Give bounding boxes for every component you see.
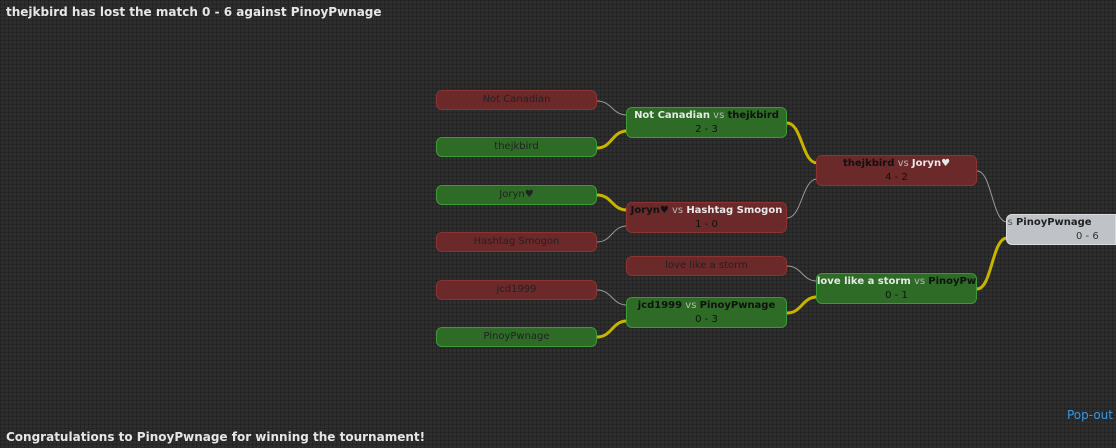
bracket-slot-love-like-a-storm[interactable]: love like a storm <box>626 256 787 276</box>
match-players: Joryn♥ vs Hashtag Smogon <box>630 205 783 216</box>
match-joryn-vs-hashtag-smogon[interactable]: Joryn♥ vs Hashtag Smogon 1 - 0 <box>626 202 787 233</box>
tournament-winner-message: Congratulations to PinoyPwnage for winni… <box>6 430 426 444</box>
match-players: Not Canadian vs thejkbird <box>634 110 779 121</box>
bracket-slot-thejkbird[interactable]: thejkbird <box>436 137 597 157</box>
connector-qf3 <box>786 295 818 315</box>
bracket-slot-not-canadian[interactable]: Not Canadian <box>436 90 597 110</box>
match-love-like-a-storm-vs-pinoypwnage[interactable]: love like a storm vs PinoyPwnage 0 - 1 <box>816 273 977 304</box>
player-name: thejkbird <box>494 141 539 152</box>
match-thejkbird-vs-joryn[interactable]: thejkbird vs Joryn♥ 4 - 2 <box>816 155 977 186</box>
match-score: 0 - 6 <box>1076 231 1099 242</box>
connector-sf1 <box>976 170 1008 223</box>
match-score: 1 - 0 <box>695 219 718 230</box>
popout-link[interactable]: Pop-out <box>1067 408 1113 422</box>
connector-jcd1999 <box>596 289 628 306</box>
player-name: Not Canadian <box>482 94 551 105</box>
match-players: thejkbird vs Joryn♥ <box>842 158 951 169</box>
connector-joryn <box>596 193 628 212</box>
player-name: Hashtag Smogon <box>473 236 560 247</box>
player-name: love like a storm <box>665 260 748 271</box>
connector-thejkbird <box>596 129 628 150</box>
connector-qf1 <box>786 121 818 165</box>
bracket-slot-jcd1999[interactable]: jcd1999 <box>436 280 597 300</box>
match-score: 4 - 2 <box>885 172 908 183</box>
connector-bye <box>786 265 818 282</box>
player-name: jcd1999 <box>496 284 537 295</box>
connector-not-canadian <box>596 100 628 116</box>
player-name: PinoyPwnage <box>483 331 550 342</box>
connector-pinoypwnage <box>596 319 628 339</box>
match-score: 0 - 1 <box>885 290 908 301</box>
match-players: love like a storm vs PinoyPwnage <box>817 276 977 287</box>
match-players: jcd1999 vs PinoyPwnage <box>637 300 776 311</box>
bracket-slot-pinoypwnage[interactable]: PinoyPwnage <box>436 327 597 347</box>
match-jcd1999-vs-pinoypwnage[interactable]: jcd1999 vs PinoyPwnage 0 - 3 <box>626 297 787 328</box>
bracket-slot-joryn[interactable]: Joryn♥ <box>436 185 597 205</box>
connector-hashtag-smogon <box>596 225 628 243</box>
match-not-canadian-vs-thejkbird[interactable]: Not Canadian vs thejkbird 2 - 3 <box>626 107 787 138</box>
match-score: 2 - 3 <box>695 124 718 135</box>
bracket-slot-hashtag-smogon[interactable]: Hashtag Smogon <box>436 232 597 252</box>
connector-sf2 <box>976 236 1008 291</box>
match-result-message: thejkbird has lost the match 0 - 6 again… <box>6 5 382 19</box>
match-players: thejkbird vs PinoyPwnage <box>1007 217 1092 228</box>
match-final-thejkbird-vs-pinoypwnage[interactable]: thejkbird vs PinoyPwnage 0 - 6 <box>1006 214 1116 245</box>
match-score: 0 - 3 <box>695 314 718 325</box>
player-name: Joryn♥ <box>499 189 534 200</box>
connector-qf2 <box>786 178 818 219</box>
